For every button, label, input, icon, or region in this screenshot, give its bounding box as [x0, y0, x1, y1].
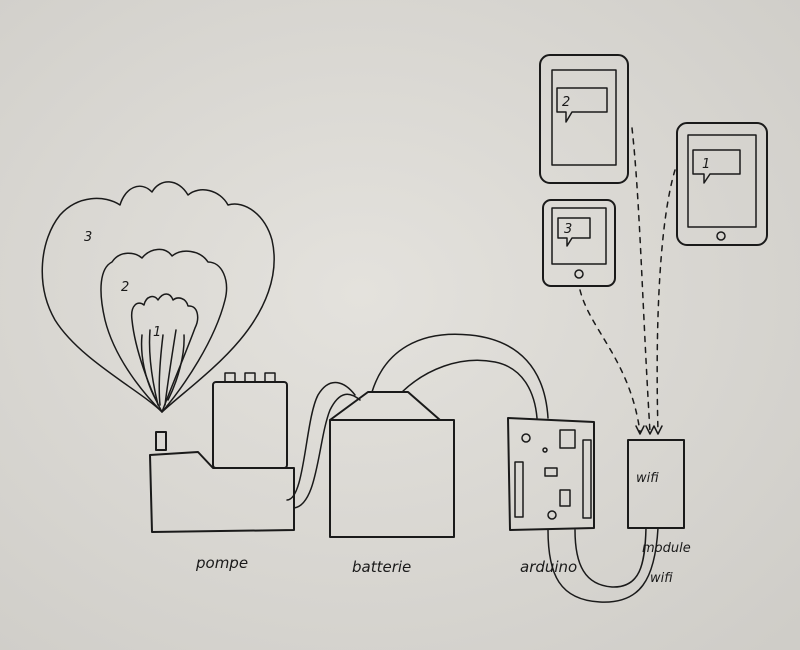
arduino-label: arduino: [520, 558, 577, 576]
spray-level-2-outline: [100, 248, 228, 413]
phone-bottom-home-button: [574, 269, 584, 279]
pump-base: [149, 451, 295, 533]
wifi-module-group: wifi module wifi: [627, 439, 691, 586]
wire-battery-arduino-2: [401, 359, 538, 419]
phone-top: 2: [539, 54, 629, 184]
phone-right-speech-bubble: [692, 149, 741, 184]
battery-body: [329, 419, 455, 538]
battery-top: [329, 391, 441, 421]
phone-right-screen: [687, 134, 757, 228]
spray-label-3: 3: [84, 230, 92, 245]
arduino-chip-1: [544, 467, 558, 477]
spray-level-3-outline: [41, 181, 275, 413]
phone-bottom-bubble-number: 3: [564, 222, 572, 237]
battery-label: batterie: [352, 558, 411, 576]
link-phone-bottom-wifi: [579, 289, 641, 433]
link-phone-right-wifi: [656, 169, 676, 433]
arduino-header-left: [514, 461, 524, 518]
phone-right-home-button: [716, 231, 726, 241]
phone-bottom-screen: [551, 207, 607, 265]
wifi-module-inner-label: wifi: [636, 471, 659, 486]
pump-label: pompe: [195, 554, 248, 572]
wifi-module-label-line1: module: [642, 541, 691, 556]
wire-battery-arduino-1: [371, 333, 549, 419]
wire-arduino-wifi-2: [574, 527, 647, 588]
spray-level-1-outline: [130, 293, 199, 413]
pump-group: pompe: [149, 372, 295, 572]
wifi-module-box: [627, 439, 685, 529]
arduino-usb: [559, 429, 576, 449]
spray-streaks: [140, 329, 185, 406]
arduino-board: [507, 417, 595, 531]
phone-top-speech-bubble: [556, 87, 608, 123]
spray-label-1: 1: [153, 325, 161, 340]
arduino-chip-2: [559, 489, 571, 507]
pump-nozzle: [155, 431, 167, 451]
arduino-led: [542, 447, 548, 453]
arduino-hole-1: [521, 433, 531, 443]
phone-bottom-body: [542, 199, 616, 287]
arduino-header-right: [582, 439, 592, 519]
pump-motor: [212, 381, 288, 469]
water-spray-group: 3 2 1: [41, 181, 275, 413]
link-phone-top-wifi: [631, 127, 651, 433]
arduino-hole-2: [547, 510, 557, 520]
wire-pump-battery-2: [293, 393, 361, 509]
wire-pump-battery-1: [286, 381, 356, 501]
wifi-module-label-line2: wifi: [650, 571, 673, 586]
spray-label-2: 2: [121, 280, 129, 295]
phone-right: 1: [676, 122, 768, 246]
phone-bottom: 3: [542, 199, 616, 287]
phone-right-bubble-number: 1: [702, 157, 710, 172]
phone-top-screen: [551, 69, 617, 166]
link-arrowheads: [635, 425, 663, 435]
phone-top-body: [539, 54, 629, 184]
phone-top-bubble-number: 2: [562, 95, 570, 110]
wire-arduino-wifi-1: [547, 527, 659, 603]
phone-bottom-speech-bubble: [557, 217, 591, 247]
battery-group: batterie: [329, 391, 455, 576]
pump-motor-terminals: [224, 372, 276, 383]
arduino-group: arduino: [507, 417, 595, 576]
phone-right-body: [676, 122, 768, 246]
